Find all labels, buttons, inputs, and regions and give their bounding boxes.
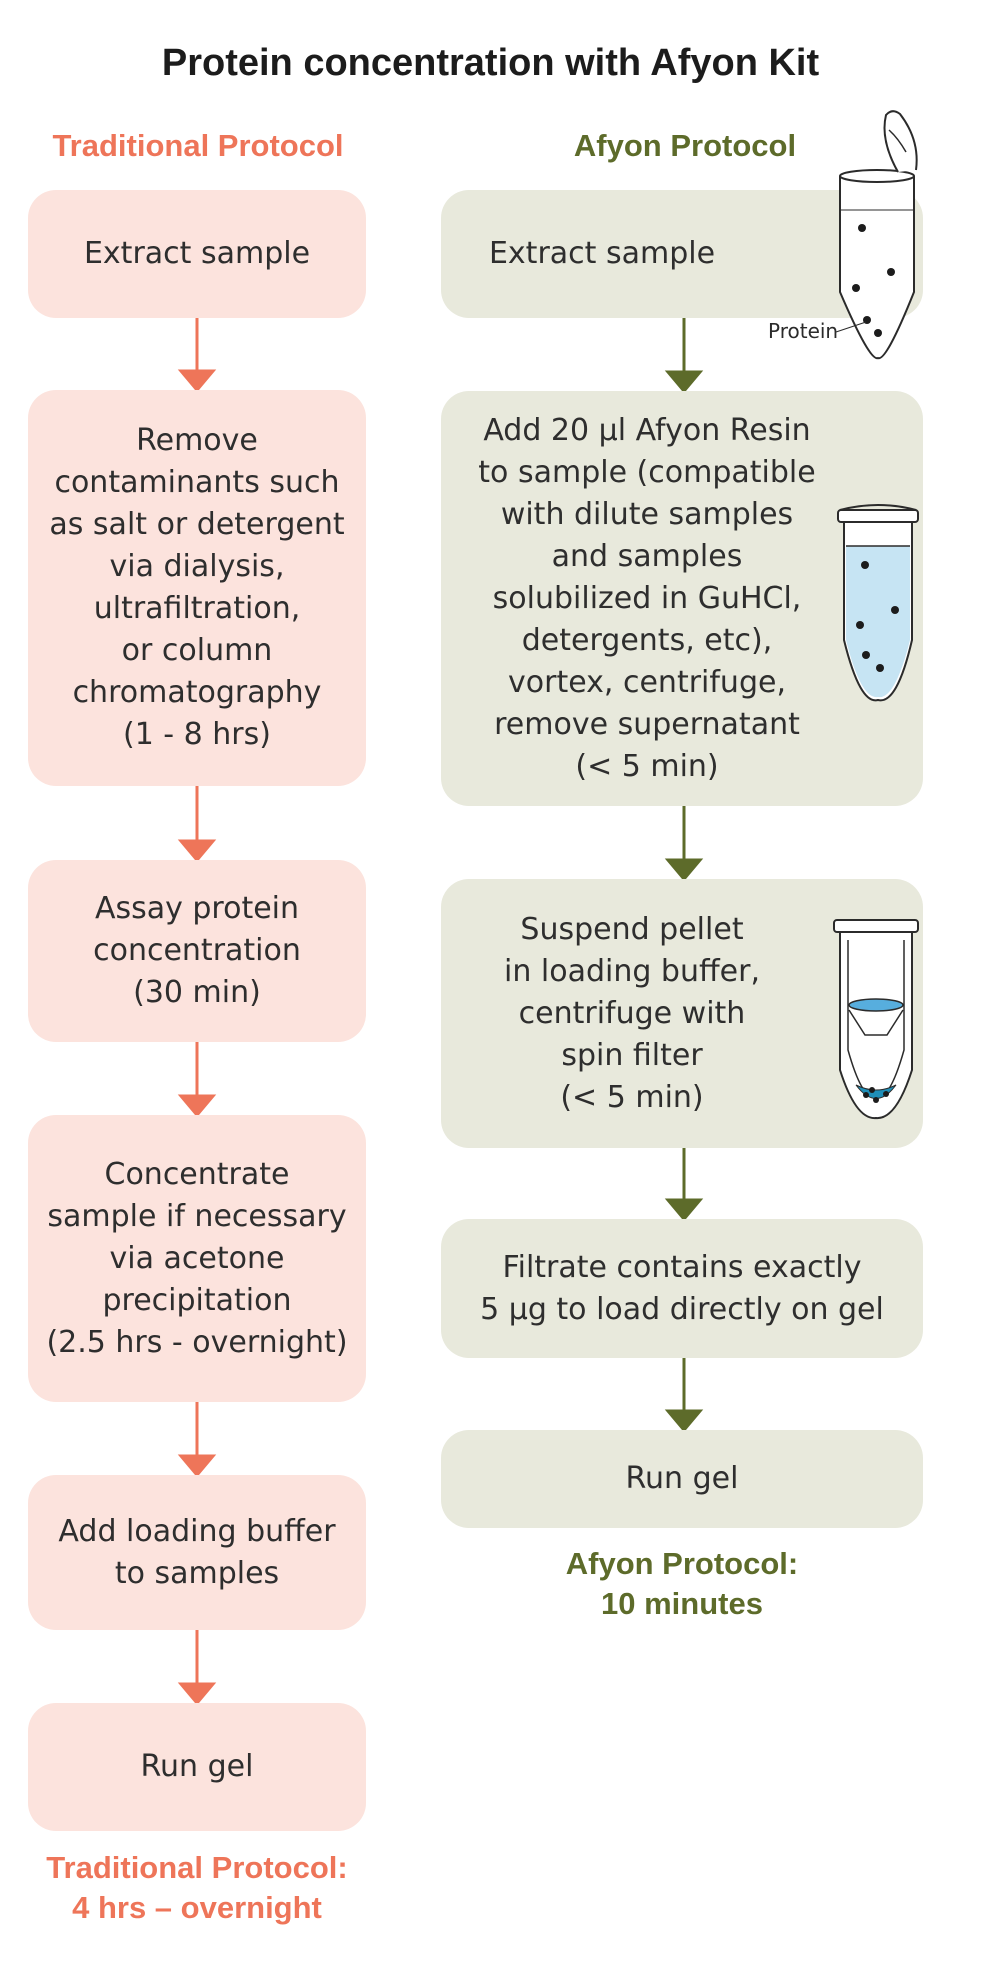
protein-label: Protein [768, 319, 838, 343]
traditional-heading: Traditional Protocol [52, 128, 344, 163]
traditional-arrows [177, 318, 217, 1706]
traditional-summary: Traditional Protocol: 4 hrs – overnight [46, 1850, 348, 1925]
step-text: Run gel [625, 1461, 739, 1496]
afyon-step-2: Add 20 µl Afyon Resin to sample (compati… [441, 391, 923, 806]
afyon-arrows [664, 318, 704, 1433]
traditional-step-4: Concentrate sample if necessary via acet… [28, 1115, 366, 1402]
step-text: Concentrate sample if necessary via acet… [46, 1156, 348, 1360]
step-text: Extract sample [488, 236, 716, 271]
step-text: Add loading buffer to samples [58, 1513, 336, 1591]
traditional-step-6: Run gel [28, 1703, 366, 1831]
step-text: Extract sample [83, 236, 311, 271]
traditional-step-1: Extract sample [28, 190, 366, 318]
traditional-step-2: Remove contaminants such as salt or dete… [28, 390, 366, 786]
afyon-step-4: Filtrate contains exactly 5 µg to load d… [441, 1219, 923, 1358]
step-text: Assay protein concentration (30 min) [93, 891, 301, 1010]
afyon-heading: Afyon Protocol [573, 128, 797, 163]
resin-tube-icon [837, 504, 919, 702]
step-text: Add 20 µl Afyon Resin to sample (compati… [478, 412, 816, 784]
spin-filter-tube-icon [833, 919, 919, 1120]
step-text: Filtrate contains exactly 5 µg to load d… [480, 1249, 884, 1327]
open-tube-icon [835, 110, 918, 360]
traditional-step-5: Add loading buffer to samples [28, 1475, 366, 1630]
page-title: Protein concentration with Afyon Kit [161, 42, 820, 84]
step-text: Suspend pellet in loading buffer, centri… [504, 911, 760, 1115]
traditional-step-3: Assay protein concentration (30 min) [28, 860, 366, 1042]
afyon-step-5: Run gel [441, 1430, 923, 1528]
step-text: Run gel [140, 1749, 254, 1784]
step-text: Remove contaminants such as salt or dete… [49, 423, 345, 752]
afyon-summary: Afyon Protocol: 10 minutes [565, 1546, 799, 1621]
